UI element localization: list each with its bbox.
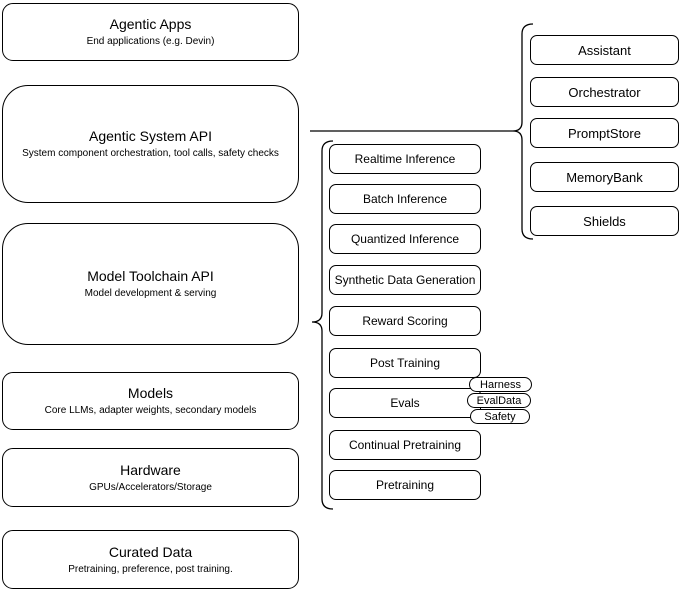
tag-safety: Safety — [470, 409, 530, 424]
tag-evaldata: EvalData — [467, 393, 531, 408]
layer-title: Hardware — [120, 461, 181, 478]
node-label: Pretraining — [375, 478, 435, 492]
tag-label: Harness — [480, 378, 521, 391]
node-orchestrator: Orchestrator — [530, 77, 679, 107]
node-label: Quantized Inference — [350, 232, 460, 246]
node-label: Assistant — [578, 42, 631, 58]
node-pretraining: Pretraining — [329, 470, 481, 500]
node-label: Reward Scoring — [362, 314, 448, 328]
node-label: PromptStore — [568, 125, 641, 141]
node-label: Evals — [390, 396, 420, 410]
node-evals: Evals — [329, 388, 481, 418]
node-synthetic-data-generation: Synthetic Data Generation — [329, 265, 481, 295]
node-continual-pretraining: Continual Pretraining — [329, 430, 481, 460]
layer-subtitle: Core LLMs, adapter weights, secondary mo… — [44, 405, 257, 416]
layer-agentic-apps: Agentic Apps End applications (e.g. Devi… — [2, 3, 299, 61]
layer-subtitle: GPUs/Accelerators/Storage — [89, 481, 212, 493]
node-label: Synthetic Data Generation — [334, 273, 476, 287]
layer-models: Models Core LLMs, adapter weights, secon… — [2, 372, 299, 430]
layer-hardware: Hardware GPUs/Accelerators/Storage — [2, 448, 299, 507]
layer-curated-data: Curated Data Pretraining, preference, po… — [2, 530, 299, 589]
node-label: Realtime Inference — [354, 152, 456, 166]
tag-label: Safety — [484, 410, 516, 423]
layer-subtitle: Pretraining, preference, post training. — [68, 563, 233, 575]
tag-label: EvalData — [476, 394, 522, 407]
layer-title: Agentic System API — [89, 128, 212, 144]
node-label: Shields — [583, 213, 626, 229]
node-realtime-inference: Realtime Inference — [329, 144, 481, 174]
node-post-training: Post Training — [329, 348, 481, 378]
layer-model-toolchain-api: Model Toolchain API Model development & … — [2, 223, 299, 345]
node-reward-scoring: Reward Scoring — [329, 306, 481, 336]
layer-title: Model Toolchain API — [87, 268, 214, 284]
node-label: Orchestrator — [568, 84, 641, 100]
node-shields: Shields — [530, 206, 679, 236]
node-promptstore: PromptStore — [530, 118, 679, 148]
layer-agentic-system-api: Agentic System API System component orch… — [2, 85, 299, 203]
layer-title: Agentic Apps — [109, 16, 192, 32]
node-quantized-inference: Quantized Inference — [329, 224, 481, 254]
node-memorybank: MemoryBank — [530, 162, 679, 192]
layer-title: Curated Data — [108, 543, 193, 560]
node-batch-inference: Batch Inference — [329, 184, 481, 214]
node-assistant: Assistant — [530, 35, 679, 65]
layer-title: Models — [127, 385, 174, 401]
layer-subtitle: Model development & serving — [84, 288, 217, 299]
tag-harness: Harness — [469, 377, 532, 392]
node-label: Post Training — [369, 356, 441, 370]
layer-subtitle: End applications (e.g. Devin) — [86, 36, 215, 47]
node-label: MemoryBank — [566, 169, 643, 185]
layer-subtitle: System component orchestration, tool cal… — [22, 148, 279, 159]
node-label: Batch Inference — [362, 192, 448, 206]
node-label: Continual Pretraining — [348, 438, 462, 452]
